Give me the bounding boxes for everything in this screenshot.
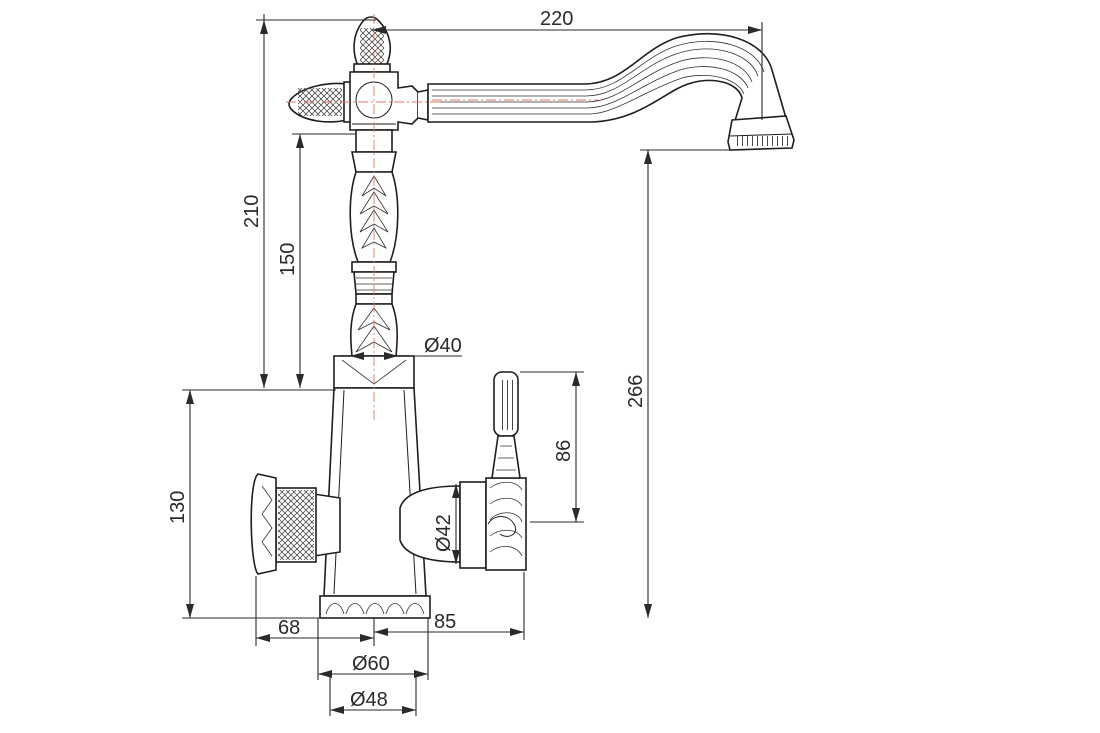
faucet-outline [250,16,795,619]
label-handle-length: 86 [553,440,575,462]
dimension-column-height: 150 [277,133,356,388]
dimension-column-diameter: Ø40 [334,335,462,360]
dimension-base-height: 130 [167,389,336,619]
dimensions: 220 210 150 Ø40 [167,8,763,716]
label-left-offset: 68 [278,617,300,639]
lever-handle [491,371,521,479]
left-cartridge [250,473,341,575]
dimension-right-offset: 85 [374,572,525,640]
dimension-handle-length: 86 [520,371,584,523]
label-thread-diameter: Ø48 [350,689,388,711]
valve-head [349,71,429,131]
dimension-handle-diameter: Ø42 [433,484,460,564]
label-body-height: 210 [241,195,263,228]
main-body [323,387,427,597]
label-spout-reach: 220 [540,8,573,30]
ornamental-base [319,595,431,619]
label-column-diameter: Ø40 [424,335,462,357]
dimension-thread-diameter: Ø48 [329,676,417,716]
label-handle-diameter: Ø42 [433,514,455,552]
dimension-body-height: 210 [241,19,376,388]
right-cartridge [399,477,527,571]
label-total-height: 266 [625,375,647,408]
label-base-diameter: Ø60 [352,653,390,675]
label-base-height: 130 [167,491,189,524]
centerlines [286,14,598,420]
spout [427,32,795,151]
dimension-total-height: 266 [625,149,736,618]
dimension-spout-reach: 220 [263,8,763,120]
dimension-base-diameter: Ø60 [317,618,429,680]
label-column-height: 150 [277,243,299,276]
label-right-offset: 85 [434,611,456,633]
top-finial [353,16,392,73]
